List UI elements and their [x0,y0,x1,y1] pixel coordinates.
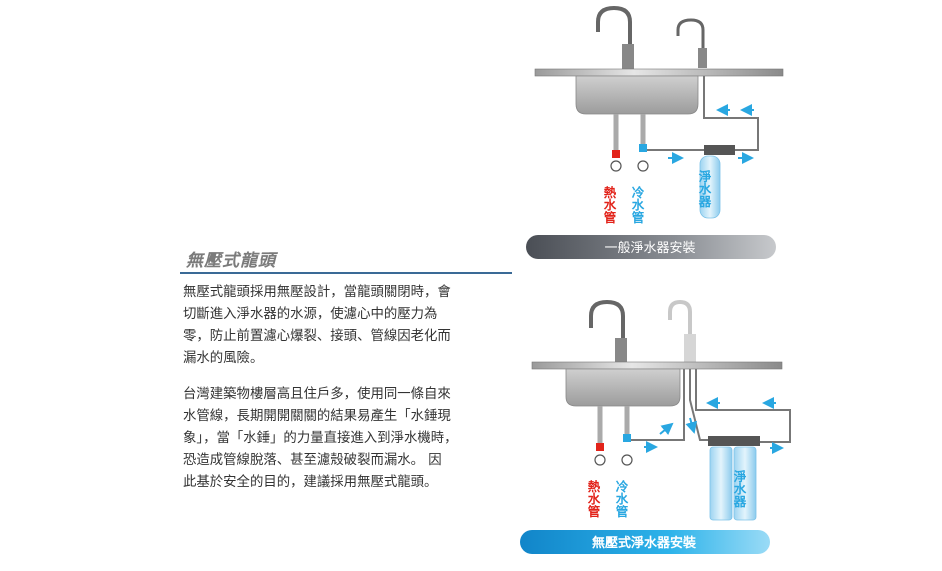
paragraph-2-line: 台灣建築物樓層高且住戶多，使用同一條自來 [183,387,451,402]
faucet-main-icon [589,299,625,362]
cold-valve [623,434,631,442]
filter-feed-line [631,369,685,441]
hot-valve [596,443,604,451]
cold-valve-knob [637,160,649,172]
diagram-pressureless-installation: 熱水管 冷水管 淨水器 無壓式淨水器安裝 [520,299,791,554]
paragraph-1-line: 切斷進入淨水器的水源，使濾心中的壓力為 [183,307,438,322]
paragraph-1-line: 無壓式龍頭採用無壓設計，當龍頭關閉時，會 [183,285,451,300]
filter-canister [699,155,721,219]
paragraph-1-line: 零，防止前置濾心爆裂、接頭、管線因老化而 [183,329,451,344]
sink-basin [575,75,699,115]
hot-valve [612,150,620,158]
caption-pill-top [526,235,776,259]
faucet-main-icon [596,5,632,68]
hot-valve-knob [594,454,606,466]
faucet-filter-icon [676,18,705,68]
caption-pill-bottom [520,530,770,554]
sink-basin [565,368,681,407]
faucet-main-body [615,338,627,364]
filter-canister-1 [709,446,733,521]
caption-bottom: 無壓式淨水器安裝 [592,535,697,551]
filter-return-line [703,76,759,151]
cold-pipe-label: 冷水管 [614,479,629,518]
filter-head [704,145,735,155]
cold-valve [639,144,647,152]
faucet-pressureless-body [684,334,696,362]
hot-pipe-label: 熱水管 [586,479,601,518]
cold-valve-knob [621,454,633,466]
cold-pipe-label: 冷水管 [630,185,645,224]
paragraph-2-line: 此基於安全的目的，建議採用無壓式龍頭。 [183,475,438,490]
paragraph-2-line: 恐造成管線脫落、甚至濾殼破裂而漏水。 因 [183,453,442,468]
faucet-pressureless-icon [668,299,692,362]
diagram-standard-installation: 熱水管 冷水管 淨水器 一般淨水器安裝 [526,5,784,259]
faucet-to-filter-line [689,369,712,441]
flow-arrow [685,417,698,434]
paragraph-2-line: 水管線，長期開開關關的結果易產生「水錘現 [183,409,451,424]
faucet-main-body [622,44,634,70]
paragraph-2-line: 象」，當「水錘」的力量直接進入到淨水機時， [183,431,458,446]
hot-pipe-label: 熱水管 [602,185,617,224]
paragraph-2: 台灣建築物樓層高且住戶多，使用同一條自來 水管線，長期開開關關的結果易產生「水錘… [183,384,483,494]
filter-head [708,436,760,446]
paragraph-1: 無壓式龍頭採用無壓設計，當龍頭關閉時，會 切斷進入淨水器的水源，使濾心中的壓力為… [183,282,483,370]
faucet-filter-body [698,48,707,68]
countertop [534,68,784,77]
heading-underline [180,272,512,274]
hot-valve-knob [610,160,622,172]
filter-label: 淨水器 [732,469,747,508]
flow-arrow [659,422,674,436]
countertop [531,361,783,370]
filter-canister-2 [733,446,757,521]
paragraph-1-line: 漏水的風險。 [183,351,264,366]
section-heading: 無壓式龍頭 [186,251,276,271]
filter-label: 淨水器 [697,169,712,208]
caption-top: 一般淨水器安裝 [604,240,695,256]
filter-return-line [695,369,791,443]
